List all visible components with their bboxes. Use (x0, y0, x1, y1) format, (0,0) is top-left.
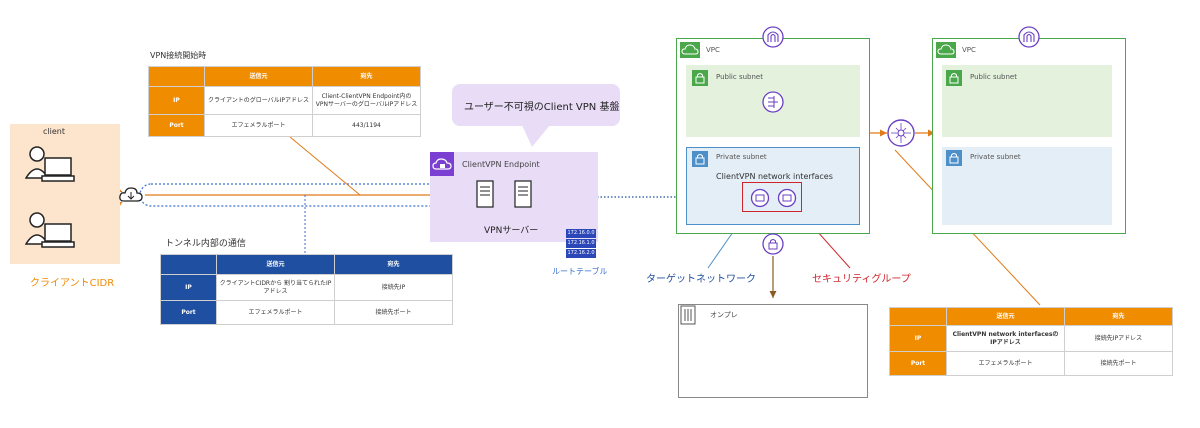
security-group-box (742, 182, 802, 212)
server-icon (476, 180, 494, 208)
table-row-label: Port (148, 114, 205, 137)
security-group-label: セキュリティグループ (812, 274, 911, 285)
callout-bubble (452, 84, 620, 126)
server-icon (514, 180, 532, 208)
lock-icon (692, 70, 708, 86)
table-header: 送信元 (946, 307, 1065, 326)
internet-gateway-icon (1018, 26, 1040, 48)
transit-gateway-icon (887, 119, 915, 147)
table-cell: 接続先IPアドレス (1064, 325, 1173, 352)
table-header (889, 307, 947, 326)
table-row-label: IP (889, 325, 947, 352)
table-row-label: IP (160, 274, 217, 301)
lock-icon (946, 70, 962, 86)
vpn-start-table: 送信元 宛先 IP クライアントのグローバルIPアドレス Client-Clie… (148, 66, 421, 137)
network-interface-icon (777, 188, 797, 208)
target-network-label: ターゲットネットワーク (646, 274, 756, 285)
vpc-2-public-subnet (942, 65, 1112, 137)
lock-icon (946, 150, 962, 166)
nat-gateway-icon (762, 91, 784, 113)
route-table: 172.16.0.0 172.16.1.0 172.16.2.0 (566, 229, 596, 259)
internet-gateway-icon (762, 26, 784, 48)
vpc-2-private-subnet (942, 147, 1112, 225)
table-cell: エフェメラルポート (946, 351, 1065, 376)
onprem-label: オンプレ (710, 311, 738, 319)
client-pc-icon (25, 212, 75, 248)
callout-text: ユーザー不可視のClient VPN 基盤 (464, 102, 620, 113)
table-header: 送信元 (204, 66, 313, 87)
network-interface-icon (750, 188, 770, 208)
internet-cloud-icon (119, 187, 143, 202)
table-cell: エフェメラルポート (216, 300, 335, 325)
vpc-cloud-icon (680, 42, 700, 58)
table-cell: 接続先IP (334, 274, 453, 301)
vpnstart-pointer (289, 136, 361, 196)
table-cell: Client-ClientVPN Endpoint内の VPNサーバーのグローバ… (312, 86, 421, 115)
vpc-1-label: VPC (706, 46, 720, 54)
table-cell: ClientVPN network interfacesの IPアドレス (946, 325, 1065, 352)
route-entry: 172.16.2.0 (566, 249, 596, 258)
vpn-start-title: VPN接続開始時 (150, 51, 207, 60)
eni-label: ClientVPN network interfaces (716, 172, 833, 181)
route-table-label: ルートテーブル (552, 267, 608, 276)
table-cell: 接続先ポート (1064, 351, 1173, 376)
route-entry: 172.16.1.0 (566, 239, 596, 248)
table-header: 宛先 (1064, 307, 1173, 326)
table-row-label: Port (160, 300, 217, 325)
building-icon (680, 305, 696, 325)
table-cell: エフェメラルポート (204, 114, 313, 137)
vpc-cloud-icon (936, 42, 956, 58)
callout-tail (522, 125, 550, 147)
onprem-box (678, 304, 868, 398)
table-header (160, 254, 217, 275)
lock-icon (692, 151, 708, 167)
table-header: 送信元 (216, 254, 335, 275)
table-header: 宛先 (334, 254, 453, 275)
endpoint-title: ClientVPN Endpoint (462, 160, 540, 169)
vpc-1-private-subnet (686, 147, 860, 225)
vpc-2-private-subnet-label: Private subnet (970, 153, 1021, 161)
table-cell: クライアントCIDRから 割り当てられたIPアドレス (216, 274, 335, 301)
vpn-server-label: VPNサーバー (484, 226, 539, 236)
vpc-2-label: VPC (962, 46, 976, 54)
client-cidr-label: クライアントCIDR (30, 278, 115, 289)
virtual-private-gateway-icon (762, 233, 784, 255)
client-label: client (43, 127, 65, 136)
route-entry: 172.16.0.0 (566, 229, 596, 238)
vpc-1-public-subnet-label: Public subnet (716, 73, 763, 81)
client-pc-icon (25, 146, 75, 182)
table-header: 宛先 (312, 66, 421, 87)
table-cell: 接続先ポート (334, 300, 453, 325)
vpc-2-public-subnet-label: Public subnet (970, 73, 1017, 81)
endpoint-cloud-lock-icon (430, 152, 454, 176)
vpc-1-private-subnet-label: Private subnet (716, 153, 767, 161)
tunnel-table: 送信元 宛先 IP クライアントCIDRから 割り当てられたIPアドレス 接続先… (160, 254, 453, 325)
table-cell: クライアントのグローバルIPアドレス (204, 86, 313, 115)
table-header (148, 66, 205, 87)
table-row-label: Port (889, 351, 947, 376)
tunnel-title: トンネル内部の通信 (165, 239, 246, 249)
clientvpn-endpoint (430, 152, 598, 242)
eni-table: 送信元 宛先 IP ClientVPN network interfacesの … (889, 307, 1173, 376)
table-row-label: IP (148, 86, 205, 115)
table-cell: 443/1194 (312, 114, 421, 137)
